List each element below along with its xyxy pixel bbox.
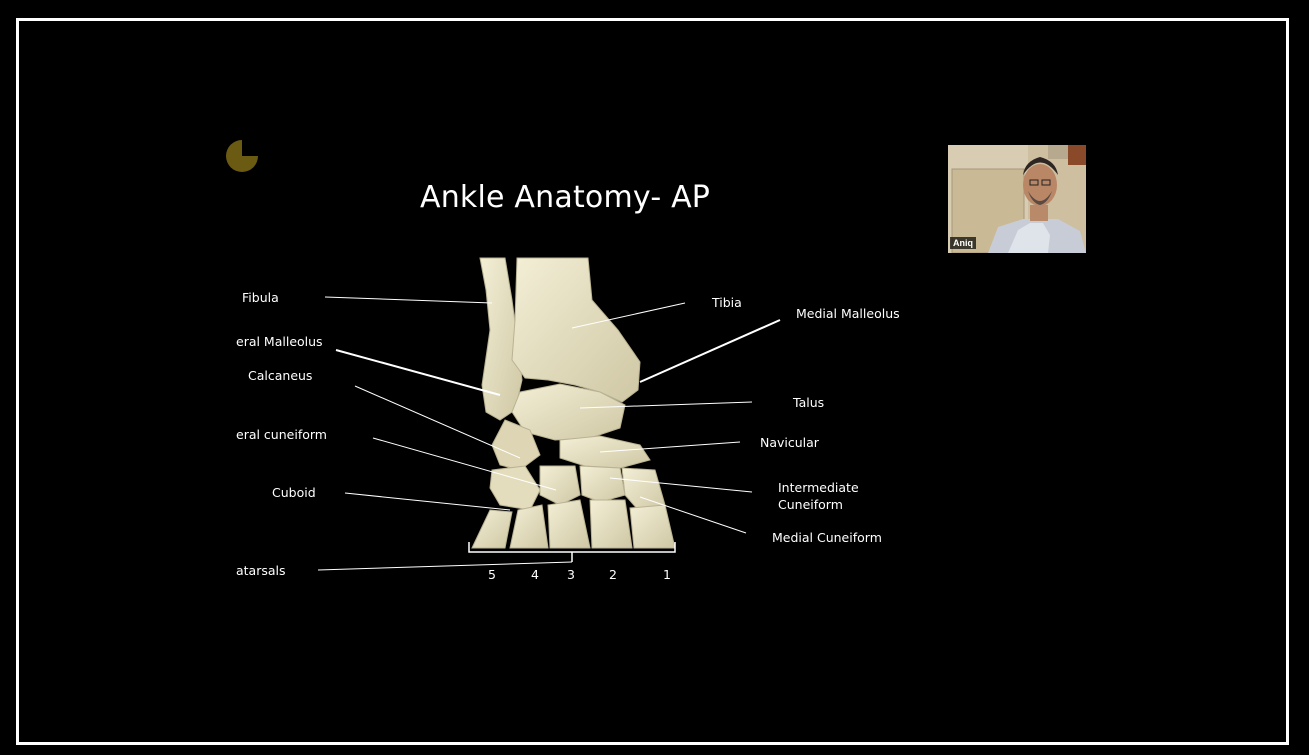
cuboid-bone: [490, 466, 540, 510]
leader-medial-malleolus: [640, 320, 780, 382]
label-talus: Talus: [793, 395, 824, 410]
label-intermediate-cuneiform-line1: Intermediate: [778, 480, 859, 495]
metatarsal-5: [472, 510, 512, 548]
metatarsal-4: [510, 505, 548, 548]
metatarsal-number: 3: [567, 567, 575, 582]
leader-cuboid: [345, 493, 510, 510]
leader-fibula: [325, 297, 492, 303]
label-calcaneus: Calcaneus: [248, 368, 312, 383]
label-tibia: Tibia: [712, 295, 742, 310]
participant-name-label: Aniq: [950, 237, 976, 249]
label-navicular: Navicular: [760, 435, 819, 450]
participant-video-tile[interactable]: Aniq: [948, 145, 1086, 253]
tibia-bone: [512, 258, 640, 402]
metatarsal-3: [548, 500, 590, 548]
label-intermediate-cuneiform-line2: Cuneiform: [778, 497, 843, 512]
metatarsal-number: 4: [531, 567, 539, 582]
lateral-cuneiform-bone: [540, 466, 580, 505]
label-lateral-malleolus: eral Malleolus: [236, 334, 323, 349]
label-lateral-cuneiform: eral cuneiform: [236, 427, 327, 442]
label-medial-malleolus: Medial Malleolus: [796, 306, 900, 321]
label-fibula: Fibula: [242, 290, 279, 305]
metatarsal-1: [630, 505, 675, 548]
metatarsal-number: 1: [663, 567, 671, 582]
intermediate-cuneiform-bone: [580, 466, 625, 502]
metatarsal-2: [590, 500, 632, 548]
label-cuboid: Cuboid: [272, 485, 316, 500]
label-metatarsals: atarsals: [236, 563, 286, 578]
label-medial-cuneiform: Medial Cuneiform: [772, 530, 882, 545]
metatarsal-number: 5: [488, 567, 496, 582]
metatarsal-number: 2: [609, 567, 617, 582]
